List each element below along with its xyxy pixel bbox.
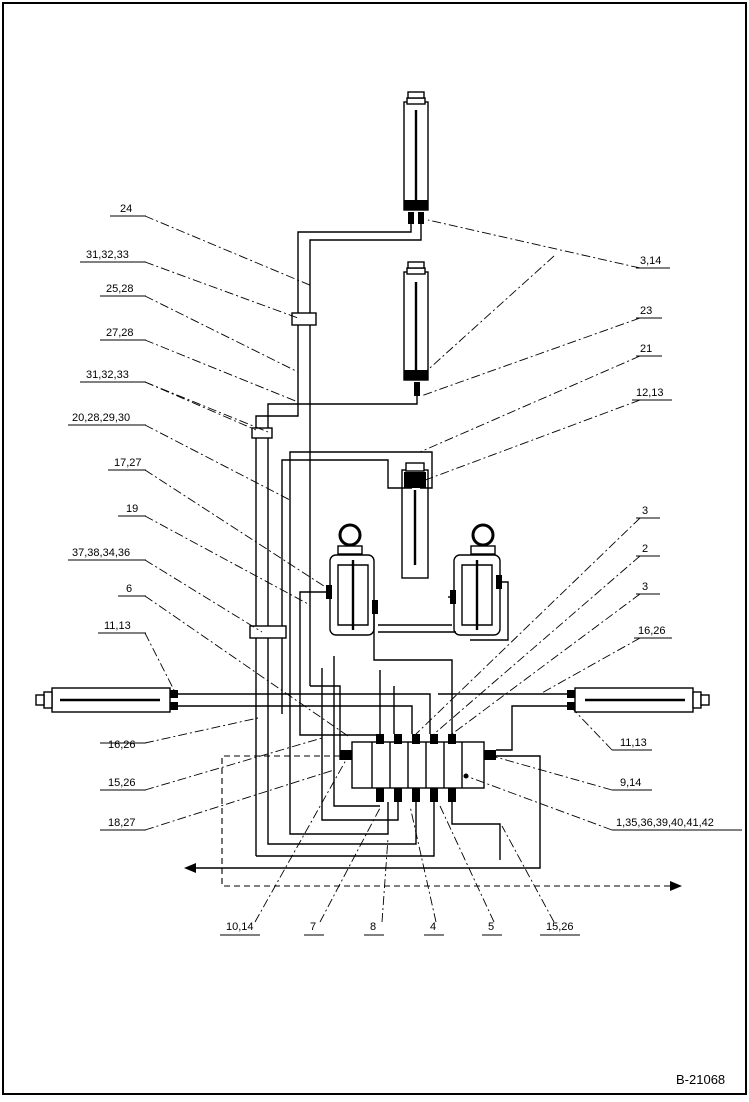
callout-5: 5 [488,921,494,933]
callouts-left: 24 31,32,33 25,28 27,28 31,32,33 20,28,2… [68,203,146,831]
callout-1-35-36-39-40-41-42: 1,35,36,39,40,41,42 [616,817,714,829]
center-cylinder [401,462,429,579]
second-cylinder [403,261,429,396]
callouts-right: 3,14 23 21 12,13 3 2 3 16,26 11,13 9,14 … [612,255,742,831]
callout-3-bottom: 3 [642,581,648,593]
control-valve-block [340,734,496,802]
callout-24: 24 [120,203,132,215]
callout-12-13: 12,13 [636,387,664,399]
callout-31-32-33-bottom: 31,32,33 [86,369,129,381]
callout-11-13-right: 11,13 [620,737,647,749]
left-horizontal-cylinder [35,687,178,713]
callout-10-14: 10,14 [226,921,254,933]
callout-23: 23 [640,305,652,317]
callout-25-28: 25,28 [106,283,134,295]
right-outrigger-cylinder [450,523,502,636]
callout-2: 2 [642,543,648,555]
callout-31-32-33-top: 31,32,33 [86,249,129,261]
leader-lines [144,215,641,923]
drawing-reference: B-21068 [676,1072,725,1087]
callout-16-26-right: 16,26 [638,625,666,637]
callouts-bottom: 10,14 7 8 4 5 15,26 [220,921,580,936]
callout-27-28: 27,28 [106,327,134,339]
callout-17-27: 17,27 [114,457,142,469]
callout-16-26-left: 16,26 [108,739,136,751]
callout-19: 19 [126,503,138,515]
callout-7: 7 [310,921,316,933]
hydraulic-lines [178,224,682,891]
callout-9-14: 9,14 [620,777,641,789]
callout-8: 8 [370,921,376,933]
callout-18-27: 18,27 [108,817,136,829]
callout-3-14: 3,14 [640,255,661,267]
callout-37-38-34-36: 37,38,34,36 [72,547,130,559]
callout-21: 21 [640,343,652,355]
callout-11-13-left: 11,13 [104,620,131,632]
callout-15-26-bottom: 15,26 [546,921,574,933]
left-outrigger-cylinder [326,523,378,636]
right-horizontal-cylinder [567,687,710,713]
callout-6: 6 [126,583,132,595]
callout-4: 4 [430,921,436,933]
top-cylinder [403,91,429,224]
callout-3-top: 3 [642,505,648,517]
callout-20-28-29-30: 20,28,29,30 [72,412,130,424]
callout-15-26-left: 15,26 [108,777,136,789]
